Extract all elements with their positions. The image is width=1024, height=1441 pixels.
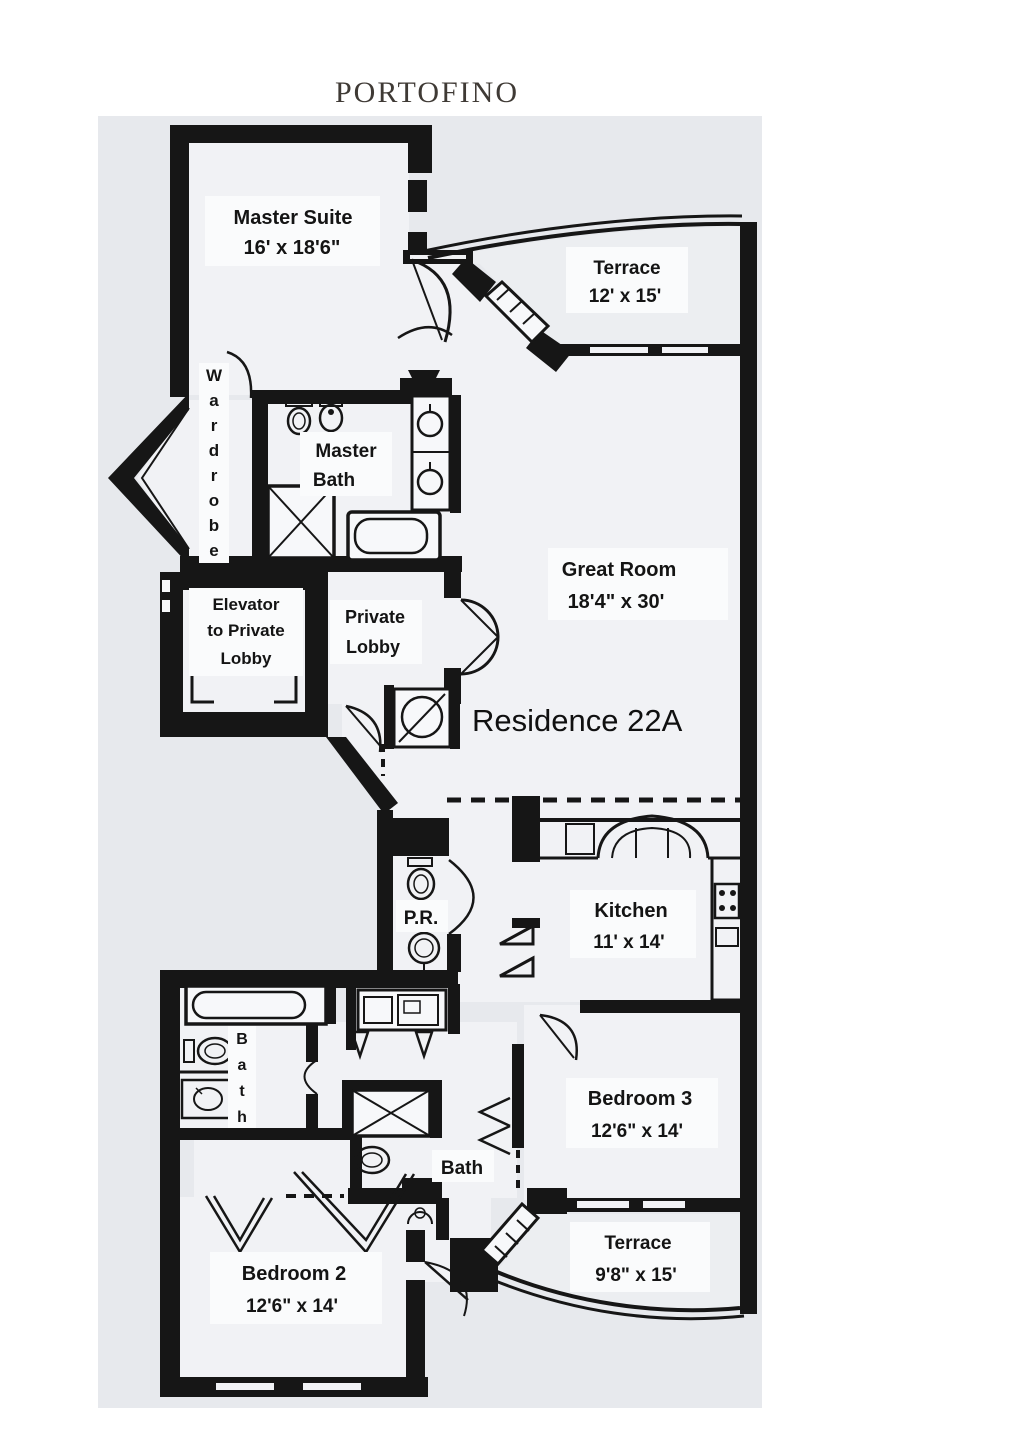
elevator-line1: Elevator — [212, 595, 279, 614]
label-kitchen: Kitchen 11' x 14' — [570, 890, 696, 958]
room-name-powder-room: P.R. — [404, 908, 439, 929]
wardrobe-letter: d — [209, 441, 219, 460]
label-great-room: Great Room 18'4" x 30' — [548, 548, 728, 620]
middle-bath-fixtures — [350, 1088, 432, 1175]
label-private-lobby: Private Lobby — [330, 600, 422, 664]
room-dims-master-suite: 16' x 18'6" — [244, 237, 341, 259]
residence-label: Residence 22A — [472, 703, 683, 738]
room-dims-bedroom3: 12'6" x 14' — [591, 1121, 683, 1142]
room-name-bedroom2: Bedroom 2 — [242, 1263, 346, 1285]
label-powder-room: P.R. — [396, 900, 448, 932]
room-dims-terrace-bottom: 9'8" x 15' — [595, 1265, 676, 1286]
powder-room-fixtures — [406, 857, 441, 972]
wardrobe-letter: a — [209, 391, 219, 410]
label-bath-mid: Bath — [432, 1150, 494, 1182]
private-lobby-line2: Lobby — [346, 637, 400, 657]
label-terrace-top: Terrace 12' x 15' — [566, 247, 688, 313]
room-name-bedroom3: Bedroom 3 — [588, 1088, 692, 1110]
label-bedroom3: Bedroom 3 12'6" x 14' — [566, 1078, 718, 1148]
label-master-bath: Master Bath — [300, 432, 392, 496]
bath-left-letter: t — [239, 1083, 245, 1100]
room-name-terrace-bottom: Terrace — [604, 1233, 671, 1254]
room-name-great-room: Great Room — [562, 559, 676, 581]
master-bath-fixtures — [266, 394, 452, 562]
room-name-master-bath-1: Master — [315, 441, 377, 462]
kitchen-counter-icons — [540, 814, 741, 1004]
elevator-line2: to Private — [207, 621, 284, 640]
laundry-icons — [356, 988, 448, 1032]
private-lobby-line1: Private — [345, 607, 405, 627]
room-dims-terrace-top: 12' x 15' — [589, 286, 661, 307]
label-terrace-bottom: Terrace 9'8" x 15' — [570, 1222, 710, 1292]
room-name-terrace-top: Terrace — [593, 258, 660, 279]
label-master-suite: Master Suite 16' x 18'6" — [205, 196, 380, 266]
bath-left-letter: h — [237, 1109, 247, 1126]
wardrobe-letter: e — [209, 541, 218, 560]
label-bedroom2: Bedroom 2 12'6" x 14' — [210, 1252, 382, 1324]
elevator-line3: Lobby — [221, 649, 273, 668]
wardrobe-letter: W — [206, 366, 223, 385]
wardrobe-letter: r — [211, 416, 218, 435]
bath-left-letter: B — [236, 1031, 248, 1048]
room-name-master-bath-2: Bath — [313, 470, 355, 491]
room-dims-great-room: 18'4" x 30' — [568, 591, 665, 613]
hall-sink-icon — [407, 1207, 433, 1225]
bath-left-letter: a — [238, 1057, 247, 1074]
wardrobe-letter: r — [211, 466, 218, 485]
wardrobe-letter: b — [209, 516, 219, 535]
room-dims-kitchen: 11' x 14' — [593, 932, 664, 953]
page-title: PORTOFINO — [335, 76, 519, 109]
door-swings — [140, 258, 578, 1317]
dashed-lines — [286, 744, 740, 1198]
label-bath-left: B a t h — [228, 1026, 256, 1128]
room-dims-bedroom2: 12'6" x 14' — [246, 1296, 338, 1317]
sliding-door-icons — [479, 279, 551, 1267]
utility-closet-icon — [384, 685, 460, 749]
room-name-kitchen: Kitchen — [594, 900, 667, 922]
wardrobe-letter: o — [209, 491, 219, 510]
label-wardrobe: W a r d r o b e — [199, 363, 229, 563]
room-name-master-suite: Master Suite — [234, 207, 353, 229]
label-elevator: Elevator to Private Lobby — [189, 588, 303, 676]
terrace-curves — [423, 214, 745, 1321]
room-name-bath-mid: Bath — [441, 1158, 483, 1179]
